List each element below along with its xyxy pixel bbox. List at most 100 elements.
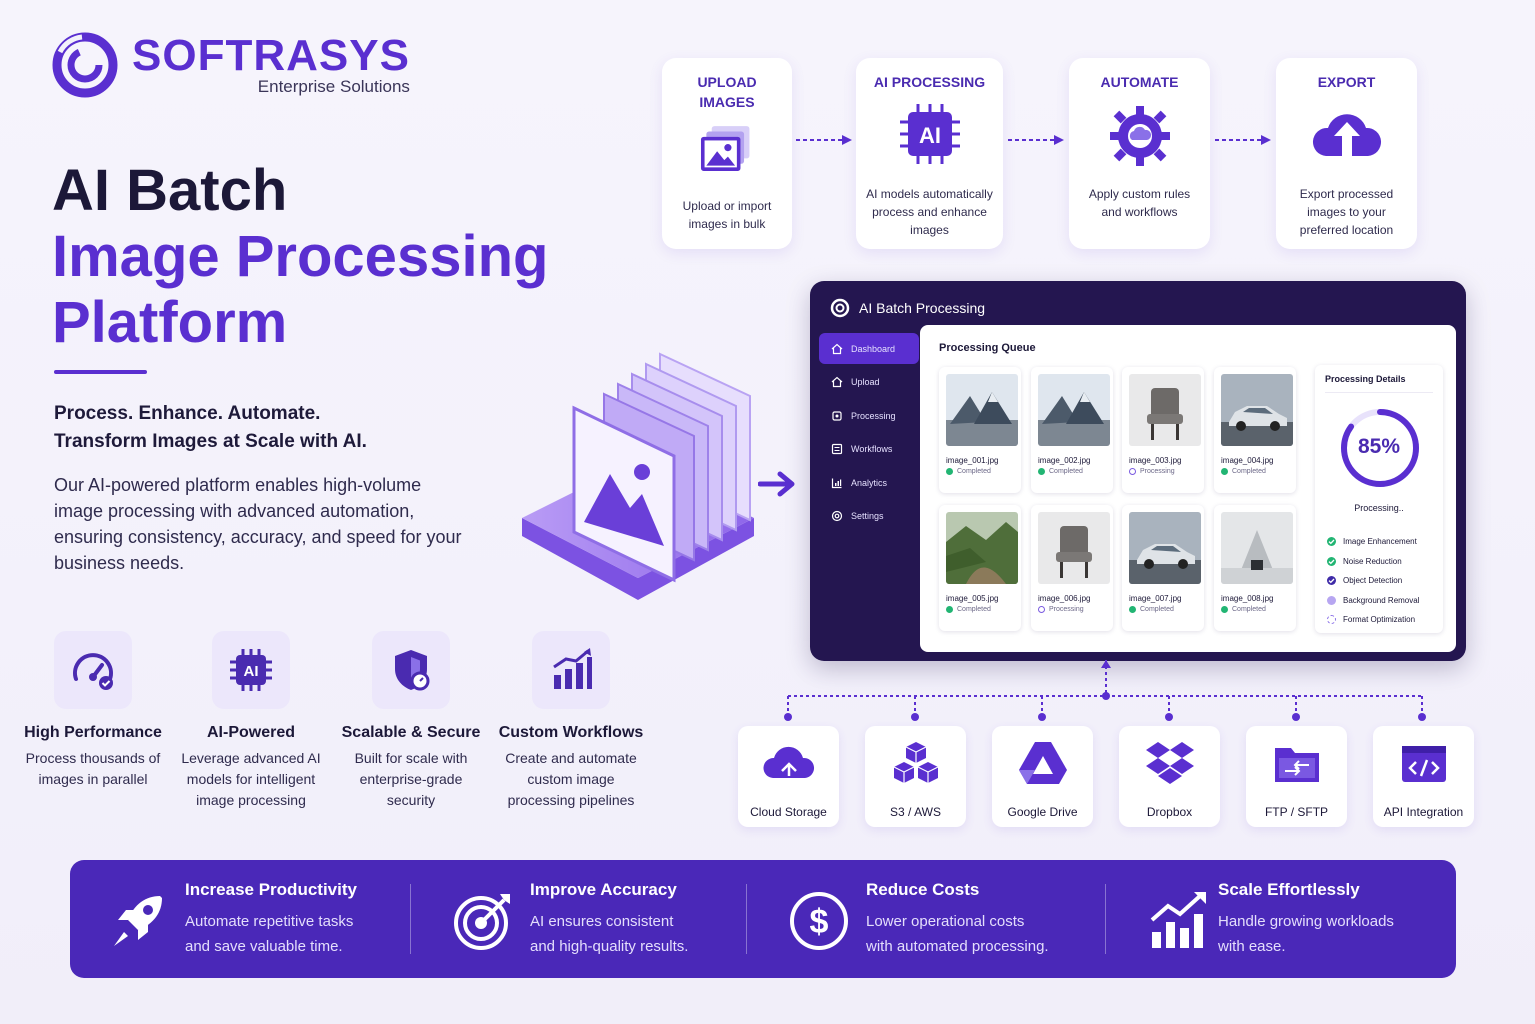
benefit-desc-line: with ease. bbox=[1218, 938, 1286, 955]
image-filename: image_007.jpg bbox=[1129, 594, 1182, 603]
feature-desc: Leverage advanced AI models for intellig… bbox=[171, 748, 331, 811]
integration-api[interactable]: API Integration bbox=[1373, 726, 1474, 827]
sidebar-item-settings[interactable]: Settings bbox=[819, 501, 919, 532]
integration-label: S3 / AWS bbox=[890, 805, 941, 819]
integration-dropbox[interactable]: Dropbox bbox=[1119, 726, 1220, 827]
svg-text:AI: AI bbox=[919, 123, 941, 148]
sidebar-item-processing[interactable]: Processing bbox=[819, 400, 919, 431]
feature-title: High Performance bbox=[24, 724, 162, 741]
hero-title: AI Batch Image Processing Platform bbox=[52, 158, 548, 356]
speedometer-icon bbox=[73, 653, 113, 690]
photo-car-icon bbox=[1221, 374, 1293, 446]
integration-label: Google Drive bbox=[1007, 805, 1078, 819]
benefit-costs: $ Reduce Costs Lower operational costs w… bbox=[788, 860, 1118, 978]
step-title: AI PROCESSING bbox=[873, 74, 986, 90]
image-filename: image_004.jpg bbox=[1221, 456, 1274, 465]
benefit-divider bbox=[410, 884, 411, 954]
benefit-desc-line: Automate repetitive tasks bbox=[185, 913, 354, 930]
integration-connectors bbox=[784, 660, 1426, 721]
check-icon bbox=[1038, 468, 1045, 475]
image-filename: image_003.jpg bbox=[1129, 456, 1182, 465]
shield-icon bbox=[395, 650, 430, 691]
step-title: UPLOAD IMAGES bbox=[662, 72, 792, 112]
photo-valley-icon bbox=[946, 512, 1018, 584]
growth-chart-icon bbox=[1150, 892, 1206, 948]
step-desc-line: preferred location bbox=[1299, 223, 1394, 237]
processing-details-card: Processing Details 85% Processing.. Imag… bbox=[1315, 365, 1443, 633]
dollar-icon: $ bbox=[790, 892, 848, 950]
hero-tagline: Process. Enhance. Automate. Transform Im… bbox=[54, 400, 367, 456]
integration-cloud-storage[interactable]: Cloud Storage bbox=[738, 726, 839, 827]
hero-title-line1: AI Batch bbox=[52, 158, 288, 223]
home-icon bbox=[831, 343, 843, 354]
svg-text:AI: AI bbox=[244, 663, 259, 680]
brand-logo[interactable]: SOFTRASYS Enterprise Solutions bbox=[52, 32, 410, 98]
step-desc-line: process and enhance bbox=[872, 205, 987, 219]
photo-chair-icon bbox=[1129, 374, 1201, 446]
sidebar-item-upload[interactable]: Upload bbox=[819, 367, 919, 398]
step-desc-line: images bbox=[910, 223, 949, 237]
image-thumbnail bbox=[1129, 374, 1201, 446]
step-desc-line: Export processed bbox=[1299, 187, 1394, 201]
integration-s3-aws[interactable]: S3 / AWS bbox=[865, 726, 966, 827]
rocket-icon bbox=[114, 896, 162, 946]
pending-icon bbox=[1327, 595, 1336, 605]
image-filename: image_001.jpg bbox=[946, 456, 999, 465]
image-status: Completed bbox=[1038, 468, 1083, 475]
task-item: Object Detection bbox=[1327, 571, 1419, 591]
sidebar-item-label: Analytics bbox=[851, 477, 888, 488]
sidebar-item-dashboard[interactable]: Dashboard bbox=[819, 333, 919, 364]
image-status-label: Processing bbox=[1140, 468, 1175, 475]
dropbox-icon bbox=[1145, 742, 1194, 784]
benefit-title: Reduce Costs bbox=[866, 880, 980, 899]
image-stack-illustration bbox=[522, 352, 754, 600]
bar-chart-icon bbox=[553, 648, 592, 689]
image-filename: image_002.jpg bbox=[1038, 456, 1091, 465]
benefit-desc: AI ensures consistent and high-quality r… bbox=[530, 909, 688, 959]
image-thumbnail bbox=[946, 512, 1018, 584]
feature-desc-line: security bbox=[386, 792, 436, 808]
image-status: Processing bbox=[1129, 468, 1175, 475]
target-icon bbox=[454, 894, 510, 950]
benefit-desc: Automate repetitive tasks and save valua… bbox=[185, 909, 353, 959]
tagline-line1: Process. Enhance. Automate. bbox=[54, 403, 321, 424]
progress-ring-fill bbox=[1341, 409, 1419, 487]
sidebar-item-analytics[interactable]: Analytics bbox=[819, 467, 919, 498]
settings-icon bbox=[831, 510, 843, 522]
image-thumbnail bbox=[1038, 374, 1110, 446]
benefit-desc-line: Lower operational costs bbox=[866, 913, 1025, 930]
benefit-desc: Handle growing workloads with ease. bbox=[1218, 909, 1394, 959]
feature-title: Scalable & Secure bbox=[341, 724, 481, 741]
task-label: Noise Reduction bbox=[1343, 556, 1402, 566]
integration-google-drive[interactable]: Google Drive bbox=[992, 726, 1093, 827]
step-desc-line: Apply custom rules bbox=[1088, 187, 1191, 201]
feature-desc-line: Built for scale with bbox=[354, 750, 468, 766]
image-status-label: Completed bbox=[1232, 606, 1266, 613]
sidebar-item-workflows[interactable]: Workflows bbox=[819, 434, 919, 465]
benefit-desc-line: Handle growing workloads bbox=[1218, 913, 1394, 930]
image-filename: image_005.jpg bbox=[946, 594, 999, 603]
details-divider bbox=[1325, 392, 1433, 393]
image-status: Processing bbox=[1038, 606, 1084, 613]
progress-state: Processing.. bbox=[1354, 503, 1404, 513]
image-thumbnail bbox=[1038, 512, 1110, 584]
step-title-line: UPLOAD bbox=[697, 74, 757, 90]
panel-title: Processing Queue bbox=[939, 342, 1036, 354]
task-item: Format Optimization bbox=[1327, 610, 1419, 630]
feature-desc-line: custom image bbox=[527, 771, 615, 787]
brand-subtitle: Enterprise Solutions bbox=[257, 77, 410, 96]
integration-ftp-sftp[interactable]: FTP / SFTP bbox=[1246, 726, 1347, 827]
image-status-label: Processing bbox=[1049, 606, 1084, 613]
workflow-icon bbox=[831, 443, 843, 455]
image-thumbnail bbox=[1221, 374, 1293, 446]
step-desc-line: Upload or import bbox=[682, 199, 772, 213]
image-status-label: Completed bbox=[1049, 468, 1083, 475]
